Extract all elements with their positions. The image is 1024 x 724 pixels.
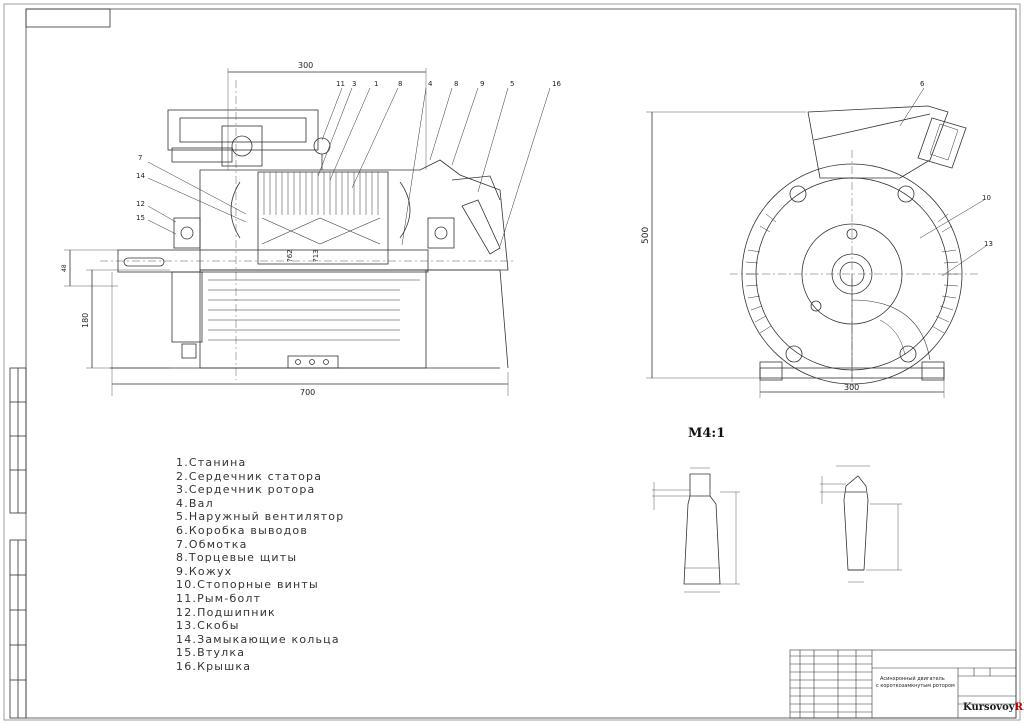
callout-14: 14 — [136, 172, 145, 180]
callout-4: 4 — [428, 80, 433, 88]
callout-1: 1 — [374, 80, 378, 88]
fan — [461, 199, 501, 255]
title-description-1: Асинхронный двигатель — [880, 675, 945, 682]
legend-item: 4.Вал — [176, 496, 214, 510]
dim-side-width: 300 — [844, 383, 859, 392]
legend-item: 10.Стопорные винты — [176, 578, 319, 592]
section-label-2: ?13 — [312, 249, 320, 262]
dim-front-bottom: 700 — [300, 388, 315, 397]
legend-item: 5.Наружный вентилятор — [176, 510, 345, 524]
callout-15: 15 — [136, 214, 145, 222]
cooling-ribs — [745, 213, 959, 334]
title-block — [789, 649, 1017, 719]
legend-item: 15.Втулка — [176, 646, 246, 660]
top-corner-box — [25, 8, 111, 28]
dim-front-top: 300 — [298, 61, 313, 70]
callout-3: 3 — [352, 80, 356, 88]
callout-16: 16 — [552, 80, 561, 88]
motor-side-view — [646, 87, 987, 398]
legend-item: 3.Сердечник ротора — [176, 483, 316, 497]
parts-legend: 1.Станина 2.Сердечник статора 3.Сердечни… — [176, 456, 344, 674]
legend-item: 14.Замыкающие кольца — [176, 632, 340, 646]
stator-core — [257, 171, 389, 265]
detail-scale-label: M4:1 — [688, 426, 726, 441]
callout-11: 11 — [336, 80, 345, 88]
section-label-1: ?62 — [286, 249, 294, 262]
legend-item: 13.Скобы — [176, 619, 240, 633]
callout-10: 10 — [982, 194, 991, 202]
watermark-prefix: Kursovoy — [963, 702, 1015, 713]
callout-7: 7 — [138, 154, 142, 162]
dim-side-height: 500 — [641, 227, 651, 244]
callout-8a: 8 — [398, 80, 402, 88]
left-margin-strip-lower — [9, 539, 27, 719]
watermark-suffix: RF.ru — [1014, 702, 1024, 713]
legend-item: 8.Торцевые щиты — [176, 551, 298, 565]
motor-front-view — [64, 68, 551, 396]
callout-8b: 8 — [454, 80, 458, 88]
legend-item: 12.Подшипник — [176, 605, 276, 619]
dim-front-height: 180 — [81, 313, 90, 328]
legend-item: 1.Станина — [176, 456, 247, 469]
legend-item: 11.Рым-болт — [176, 591, 262, 605]
legend-item: 7.Обмотка — [176, 537, 248, 551]
bearing-right — [427, 217, 455, 249]
bearing-left — [173, 217, 201, 249]
watermark: KursovoyRF.ru — [963, 702, 1024, 713]
rotor-slot-detail-1 — [652, 467, 740, 593]
dim-front-shaft: 48 — [61, 264, 68, 272]
outer-border — [3, 3, 1021, 721]
legend-item: 6.Коробка выводов — [176, 523, 309, 537]
left-margin-strip-upper — [9, 367, 27, 514]
legend-item: 16.Крышка — [176, 659, 252, 673]
legend-item: 9.Кожух — [176, 564, 233, 578]
callout-12: 12 — [136, 200, 145, 208]
callout-5: 5 — [510, 80, 514, 88]
callout-13: 13 — [984, 240, 993, 248]
inner-frame — [25, 8, 1017, 719]
title-description-2: с короткозамкнутым ротором — [876, 683, 955, 689]
callout-6: 6 — [920, 80, 925, 88]
callout-9: 9 — [480, 80, 484, 88]
rotor-slot-detail-2 — [820, 465, 902, 583]
legend-item: 2.Сердечник статора — [176, 469, 323, 483]
